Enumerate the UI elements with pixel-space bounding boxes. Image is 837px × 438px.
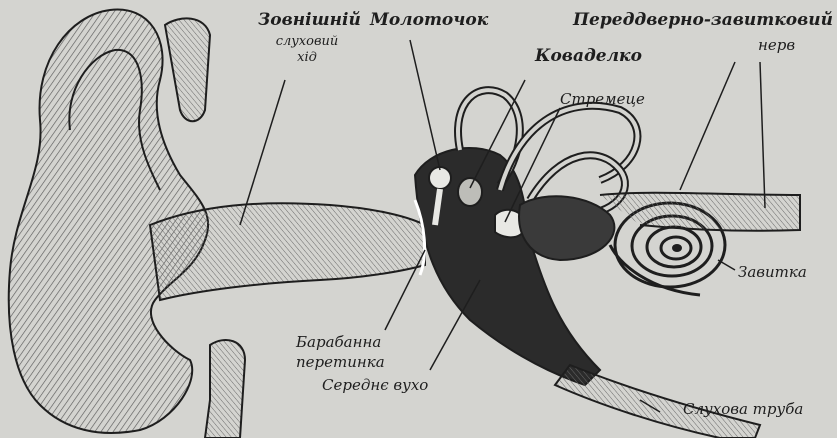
label-eardrum-line2: перетинка [296, 355, 385, 370]
label-eardrum-line1: Барабанна [296, 335, 381, 350]
skull-bone-top [165, 18, 210, 121]
malleus-head [429, 167, 451, 189]
label-external-canal-line2: слуховий [262, 35, 352, 48]
label-external-canal-line3: хід [262, 51, 352, 64]
label-stapes: Стремеце [560, 92, 645, 107]
label-incus: Коваделко [535, 48, 642, 65]
label-malleus: Молоточок [370, 12, 488, 29]
external-auditory-canal [150, 203, 425, 300]
label-external-canal-line1: Зовнішній [258, 12, 361, 29]
incus [458, 178, 482, 206]
label-nerve-line1: Переддверно-завитковий [573, 12, 833, 29]
label-middle-ear: Середнє вухо [322, 378, 428, 393]
label-cochlea: Завитка [738, 265, 807, 280]
label-nerve-line2: нерв [758, 38, 795, 53]
label-eustachian-tube: Слухова труба [683, 402, 803, 417]
vestibule [519, 196, 614, 260]
skull-bone-bottom [205, 340, 245, 438]
